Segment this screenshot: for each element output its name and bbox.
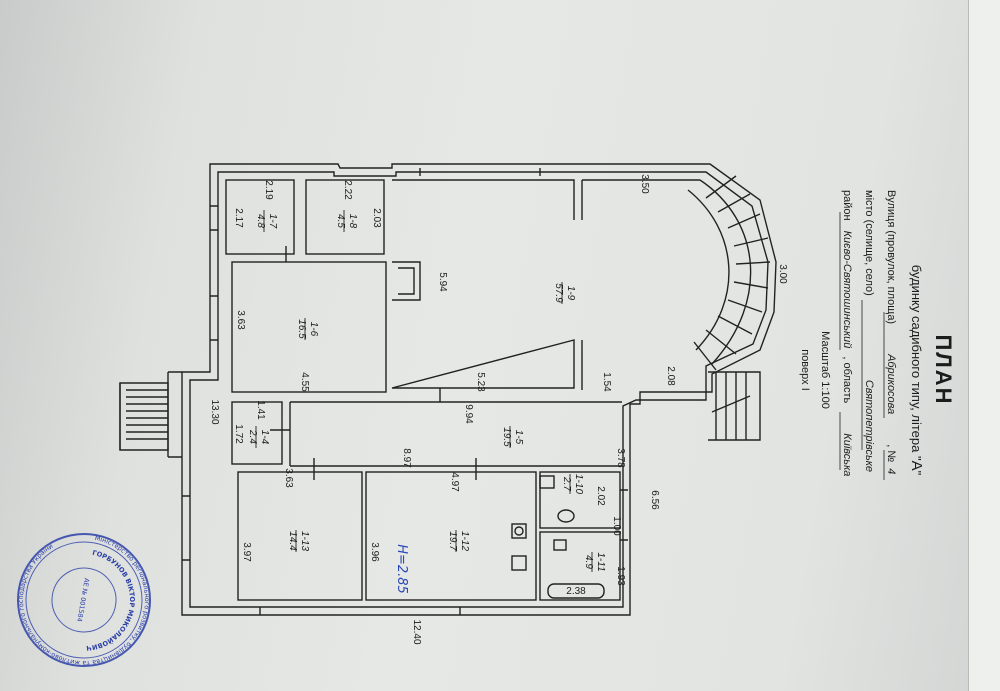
room-1-4-area: 2.4 (247, 429, 258, 444)
room-1-13-area: 14.4 (287, 531, 298, 551)
room-1-12-area: 19.7 (447, 531, 458, 551)
dim-1-54: 1.54 (601, 372, 612, 392)
dim-3-50: 3.50 (639, 174, 650, 194)
dim-1-72: 1.72 (233, 424, 244, 444)
room-1-13-id: 1-13 (299, 531, 310, 551)
dim-4-55: 4.55 (299, 372, 310, 392)
room-label-lines (255, 210, 593, 572)
dim-1-41: 1.41 (255, 400, 266, 420)
walls (119, 163, 777, 616)
dim-3-97: 3.97 (241, 542, 252, 562)
room-1-11-area: 4.9 (583, 555, 594, 569)
dim-3-78: 3.78 (615, 448, 626, 468)
room-1-6-id: 1-6 (308, 322, 319, 337)
room-1-8-area: 4.5 (335, 214, 346, 228)
room-1-9-id: 1-9 (565, 286, 576, 301)
dim-2-38: 2.38 (566, 586, 586, 597)
room-1-7-area: 4.8 (255, 214, 266, 228)
room-1-8-id: 1-8 (347, 214, 358, 229)
stamp-cert: АЕ № 001584 (75, 577, 91, 622)
room-1-7-id: 1-7 (267, 214, 278, 229)
plan-subtitle: будинку садибного типу, літера "А" (908, 265, 925, 476)
room-1-10-id: 1-10 (573, 474, 584, 494)
plan-title: ПЛАН (931, 334, 956, 405)
dim-3-63-bottom: 3.63 (283, 468, 294, 488)
room-1-4-id: 1-4 (259, 430, 270, 445)
district-line: районКиєво-Святошинський, областьКиївськ… (841, 190, 853, 476)
scale-text: Масштаб 1:100 (819, 331, 831, 409)
room-1-11-id: 1-11 (595, 552, 606, 571)
dim-9-94: 9.94 (463, 404, 474, 424)
dim-1-93: 1.93 (615, 566, 626, 586)
dim-2-08: 2.08 (665, 366, 676, 386)
official-stamp: Міністерство регіонального розвитку, буд… (6, 522, 161, 677)
room-1-9-area: 57.9 (553, 283, 564, 303)
dim-2-22: 2.22 (342, 180, 353, 200)
dim-6-56: 6.56 (649, 490, 660, 510)
ceiling-height-handwritten: H=2.85 (394, 544, 409, 594)
room-1-6-area: 16.5 (296, 319, 307, 339)
dim-12-40: 12.40 (411, 619, 422, 644)
room-1-12-id: 1-12 (459, 531, 470, 551)
room-labels: 1-7 4.8 1-8 4.5 1-9 57.9 1-6 16.5 1-4 2.… (247, 214, 606, 594)
paper-edge (968, 0, 1000, 691)
dim-13-30: 13.30 (209, 399, 220, 424)
room-1-10-area: 2.7 (561, 476, 572, 491)
dim-5-23: 5.23 (475, 372, 486, 392)
dim-3-96: 3.96 (369, 542, 380, 562)
room-1-5-id: 1-5 (513, 430, 524, 445)
dim-2-17: 2.17 (233, 208, 244, 228)
dim-1-00: 1.00 (611, 516, 622, 536)
dim-2-19: 2.19 (263, 180, 274, 200)
dim-5-94: 5.94 (437, 272, 448, 292)
dim-3-63-top: 3.63 (235, 310, 246, 330)
city-line: місто (селище, село)Святопетрівське (863, 190, 875, 472)
floor-text: поверх І (799, 349, 811, 391)
dim-8-97: 8.97 (401, 448, 412, 468)
dim-2-03: 2.03 (371, 208, 382, 228)
dim-2-02: 2.02 (595, 486, 606, 506)
dimension-labels: 2.19 2.17 2.22 2.03 3.50 3.00 5.94 3.63 … (209, 174, 788, 645)
title-block: ПЛАН будинку садибного типу, літера "А" … (799, 190, 956, 480)
dim-3-00: 3.00 (777, 264, 788, 284)
dim-4-97: 4.97 (449, 472, 460, 492)
room-1-5-area: 19.5 (501, 427, 512, 447)
street-line: Вулиця (провулок, площа)Абрикосова, №4 (885, 190, 897, 474)
